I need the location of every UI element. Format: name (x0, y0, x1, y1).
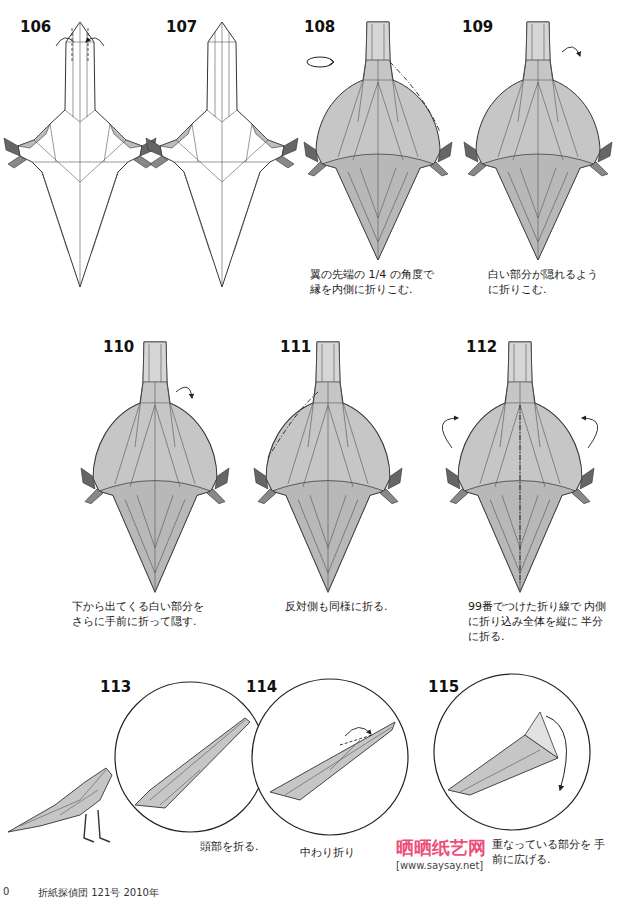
figure-part (464, 22, 612, 260)
instruction-text: 中わり折り (300, 846, 380, 861)
figure-part (56, 38, 104, 46)
step-109-figure (464, 22, 612, 260)
figure-part (115, 682, 265, 832)
figure-part (285, 727, 392, 795)
figure-part (340, 735, 372, 745)
figure-part (268, 392, 318, 458)
figure-part (20, 770, 106, 826)
figure-part (520, 405, 521, 585)
step-number: 107 (166, 18, 197, 36)
step-112-figure (442, 342, 597, 592)
step-number: 114 (246, 678, 277, 696)
figure-part (525, 712, 558, 758)
figure-part (446, 342, 594, 592)
figure-part (562, 47, 580, 56)
step-110-figure (81, 342, 229, 592)
step-111-figure (254, 342, 402, 592)
instruction-text: 下から出てくる白い部分を さらに手前に折って隠す. (72, 600, 217, 630)
figure-part (252, 679, 408, 835)
figure-part (150, 720, 245, 805)
watermark-url: [www.saysay.net] (396, 860, 483, 871)
figure-part (176, 387, 192, 398)
figure-part (4, 22, 156, 287)
figure-part (84, 810, 110, 842)
step-113-figure (8, 682, 265, 842)
step-number: 111 (280, 338, 311, 356)
watermark: 晒晒纸艺网 (396, 836, 486, 860)
step-number: 108 (304, 18, 335, 36)
figure-part (72, 28, 88, 62)
step-number: 112 (466, 338, 497, 356)
step-108-figure (304, 22, 452, 260)
figure-part (146, 22, 298, 287)
step-number: 109 (462, 18, 493, 36)
figure-part (135, 718, 250, 808)
footer-text: 折紙探偵団 121号 2010年 (38, 886, 159, 900)
instruction-text: 白い部分が隠れるよう に折りこむ. (488, 268, 606, 298)
step-106-figure (4, 22, 156, 287)
figure-part (460, 750, 540, 792)
figure-part (81, 342, 229, 592)
instruction-text: 重なっている部分を 手前に広げる. (492, 838, 616, 868)
instruction-text: 頭部を折る. (200, 840, 300, 855)
figure-part (390, 62, 440, 132)
step-115-figure (434, 674, 590, 830)
figure-part (270, 722, 395, 800)
step-114-figure (252, 679, 408, 835)
figure-part (329, 59, 334, 65)
footer-text: 0 (3, 886, 9, 897)
step-number: 115 (428, 678, 459, 696)
figure-part (304, 22, 452, 260)
step-number: 113 (100, 678, 131, 696)
figure-part (8, 768, 112, 832)
instruction-text: 99番でつけた折り線で 内側に折り込み全体を縦に 半分に折る. (468, 600, 608, 645)
figure-part (546, 716, 566, 790)
step-number: 110 (103, 338, 134, 356)
figure-part (345, 727, 371, 736)
figure-part (442, 418, 458, 448)
instruction-text: 翼の先端の 1/4 の角度で 縁を内側に折りこむ. (310, 268, 440, 298)
figure-part (582, 418, 598, 448)
figure-part (434, 674, 590, 830)
figure-part (254, 342, 402, 592)
instruction-text: 反対側も同様に折る. (285, 600, 415, 615)
step-107-figure (146, 22, 298, 287)
step-number: 106 (20, 18, 51, 36)
figure-part (307, 57, 333, 67)
